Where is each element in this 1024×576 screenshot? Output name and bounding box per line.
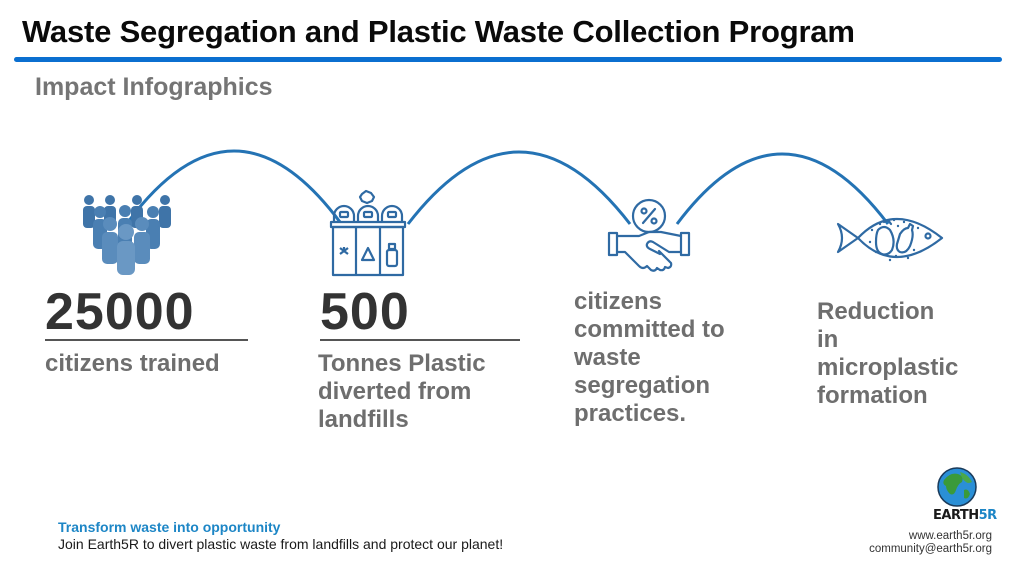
footer-tagline: Transform waste into opportunity <box>58 519 281 535</box>
stat-number-citizens-trained: 25000 <box>45 283 195 341</box>
stat-label-microplastic-reduction: Reduction in microplastic formation <box>817 298 959 409</box>
footer-call-to-action: Join Earth5R to divert plastic waste fro… <box>58 536 504 552</box>
page-title: Waste Segregation and Plastic Waste Coll… <box>22 14 855 49</box>
page-subtitle: Impact Infographics <box>35 73 273 101</box>
earth5r-logo-text: EARTH5R <box>933 508 997 523</box>
stat-number-tonnes-plastic: 500 <box>320 283 410 341</box>
website-link[interactable]: www.earth5r.org <box>908 530 992 542</box>
arc-3 <box>675 152 890 225</box>
people-group-icon <box>83 195 171 275</box>
title-underline <box>14 57 1002 62</box>
recycling-bins-icon <box>329 189 407 277</box>
arc-2 <box>406 150 632 225</box>
stat-divider <box>45 339 248 341</box>
handshake-percent-icon <box>607 198 691 272</box>
stat-label-citizens-committed: citizens committed to waste segregation … <box>574 288 725 427</box>
email-link[interactable]: community@earth5r.org <box>869 543 992 555</box>
contact-info: www.earth5r.org community@earth5r.org <box>869 530 992 556</box>
arc-1 <box>126 149 342 223</box>
earth-globe-logo-icon <box>937 467 977 507</box>
fish-microplastic-icon <box>836 218 944 262</box>
stat-label-tonnes-plastic: Tonnes Plastic diverted from landfills <box>318 350 486 433</box>
stat-divider <box>320 339 520 341</box>
stat-label-citizens-trained: citizens trained <box>45 350 220 377</box>
